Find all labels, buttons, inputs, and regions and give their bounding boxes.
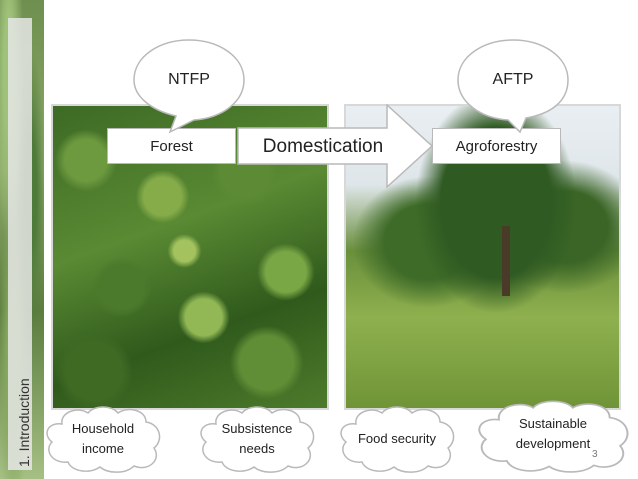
aftp-speech-bubble-icon — [457, 39, 569, 134]
sustainable-development-label: Sustainable development — [515, 416, 591, 451]
ntfp-label: NTFP — [168, 71, 210, 88]
section-label-panel — [8, 18, 32, 470]
food-security-cloud-icon — [340, 406, 455, 473]
page-number: 3 — [592, 449, 598, 460]
tree-trunk — [502, 226, 510, 296]
subsistence-needs-label: Subsistence needs — [221, 421, 293, 456]
forest-label-box: Forest — [107, 128, 236, 164]
domestication-label: Domestication — [262, 136, 384, 157]
food-security-label: Food security — [357, 431, 437, 446]
aftp-label: AFTP — [492, 71, 534, 88]
section-label-container: 1. Introduction — [8, 287, 32, 467]
ntfp-speech-bubble-icon — [133, 39, 245, 134]
agroforestry-label-box: Agroforestry — [432, 128, 561, 164]
subsistence-needs-cloud-icon — [200, 406, 315, 473]
agroforestry-label: Agroforestry — [455, 137, 538, 155]
forest-label: Forest — [150, 137, 193, 155]
household-income-cloud-icon — [46, 406, 161, 473]
household-income-label: Household income — [71, 421, 135, 456]
section-label: 1. Introduction — [16, 378, 32, 467]
sustainable-development-cloud-icon — [478, 400, 629, 473]
domestication-arrow-icon — [237, 104, 433, 188]
